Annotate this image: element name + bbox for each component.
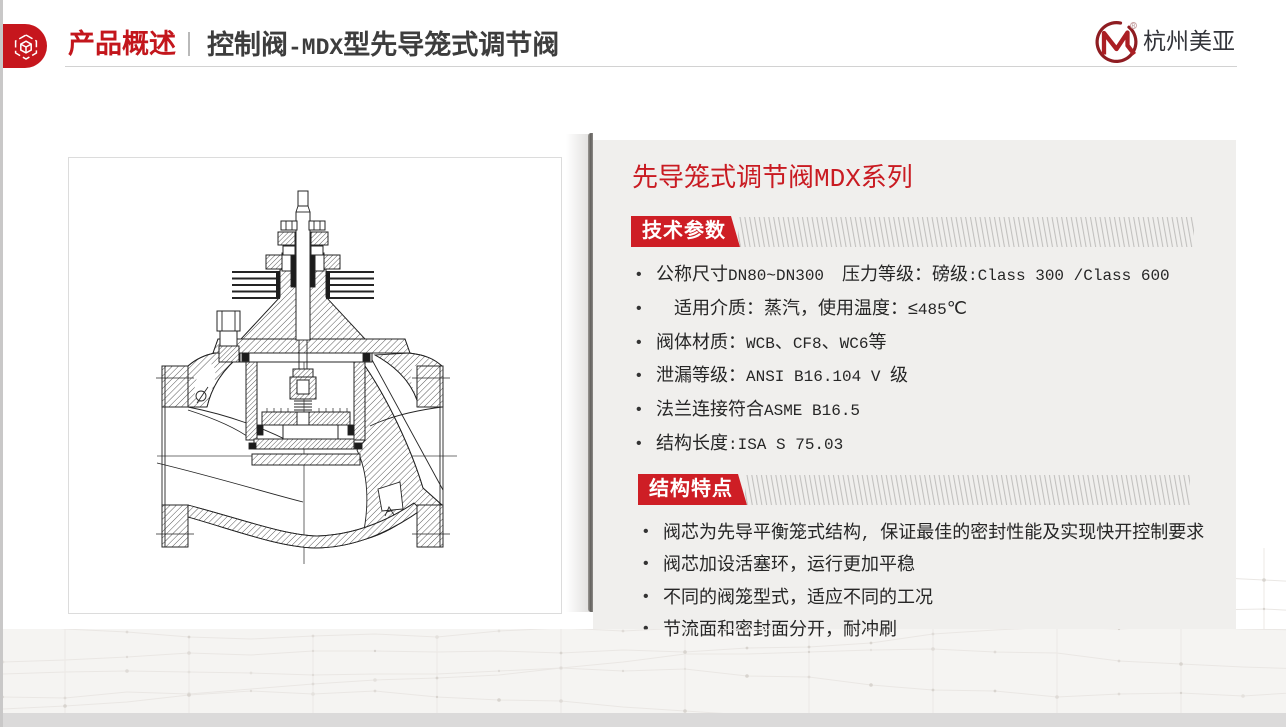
svg-text:R: R <box>1132 24 1136 30</box>
